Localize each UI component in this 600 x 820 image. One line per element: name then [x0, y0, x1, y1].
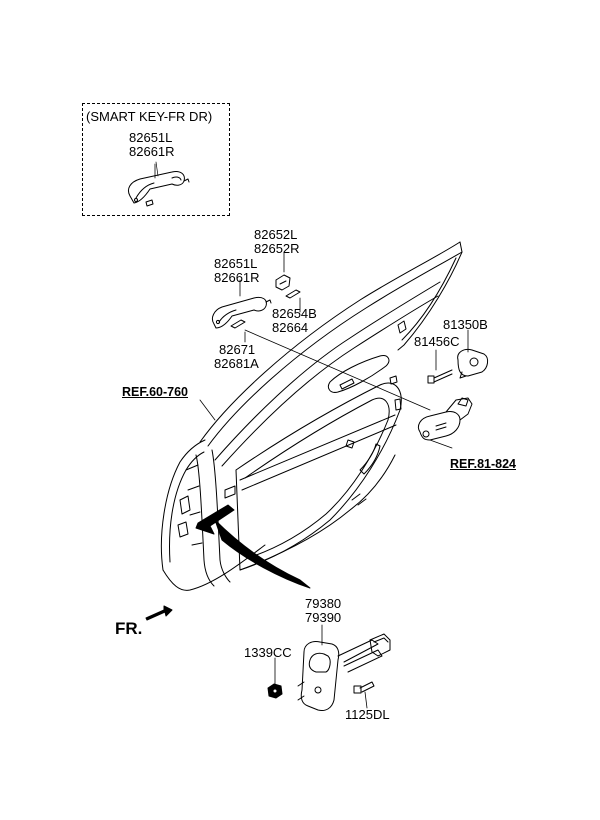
cap-part-number-b: 82654B	[272, 306, 317, 321]
latch-actuator-drawing	[417, 397, 473, 441]
smart-key-part-number-left: 82651L	[129, 130, 173, 145]
checker-bolt-drawing	[353, 681, 375, 694]
door-checker-drawing	[297, 633, 391, 711]
latch-bolt-part-number: 81456C	[414, 334, 460, 349]
front-direction-arrow	[145, 605, 173, 621]
leader-lines	[154, 163, 469, 709]
smart-key-box-title: (SMART KEY-FR DR)	[86, 109, 213, 124]
bolt-part-number: 1125DL	[345, 707, 390, 722]
handle-part-number-left: 82651L	[214, 256, 258, 271]
door-frame-drawing	[160, 241, 463, 591]
latch-bolt-drawing	[427, 369, 453, 384]
handle-part-number-right: 82661R	[214, 270, 260, 285]
cap-part-number: 82664	[272, 320, 309, 335]
key-cap-drawing	[285, 289, 301, 299]
smart-key-part-number-right: 82661R	[129, 144, 175, 159]
smart-key-handle-drawing	[127, 161, 190, 207]
ref-door-panel-label: REF.60-760	[122, 385, 189, 399]
bracket-part-number: 82671	[219, 342, 256, 357]
outside-handle-drawing	[211, 296, 272, 329]
bracket-part-number-a: 82681A	[214, 356, 259, 371]
front-direction-label: FR.	[115, 619, 143, 638]
checker-part-number-a: 79380	[305, 596, 342, 611]
ref-latch-label: REF.81-824	[450, 457, 517, 471]
cover-part-number-left: 82652L	[254, 227, 298, 242]
checker-nut-drawing	[267, 683, 283, 699]
cover-part-number-right: 82652R	[254, 241, 300, 256]
weatherstrip-drawing	[195, 504, 311, 589]
nut-part-number: 1339CC	[244, 645, 292, 660]
handle-cover-drawing	[275, 274, 291, 291]
door-latch-drawing	[457, 349, 489, 379]
smart-key-box	[82, 103, 230, 216]
checker-part-number-b: 79390	[305, 610, 342, 625]
latch-part-number: 81350B	[443, 317, 488, 332]
handle-bracket-drawing	[230, 319, 246, 329]
